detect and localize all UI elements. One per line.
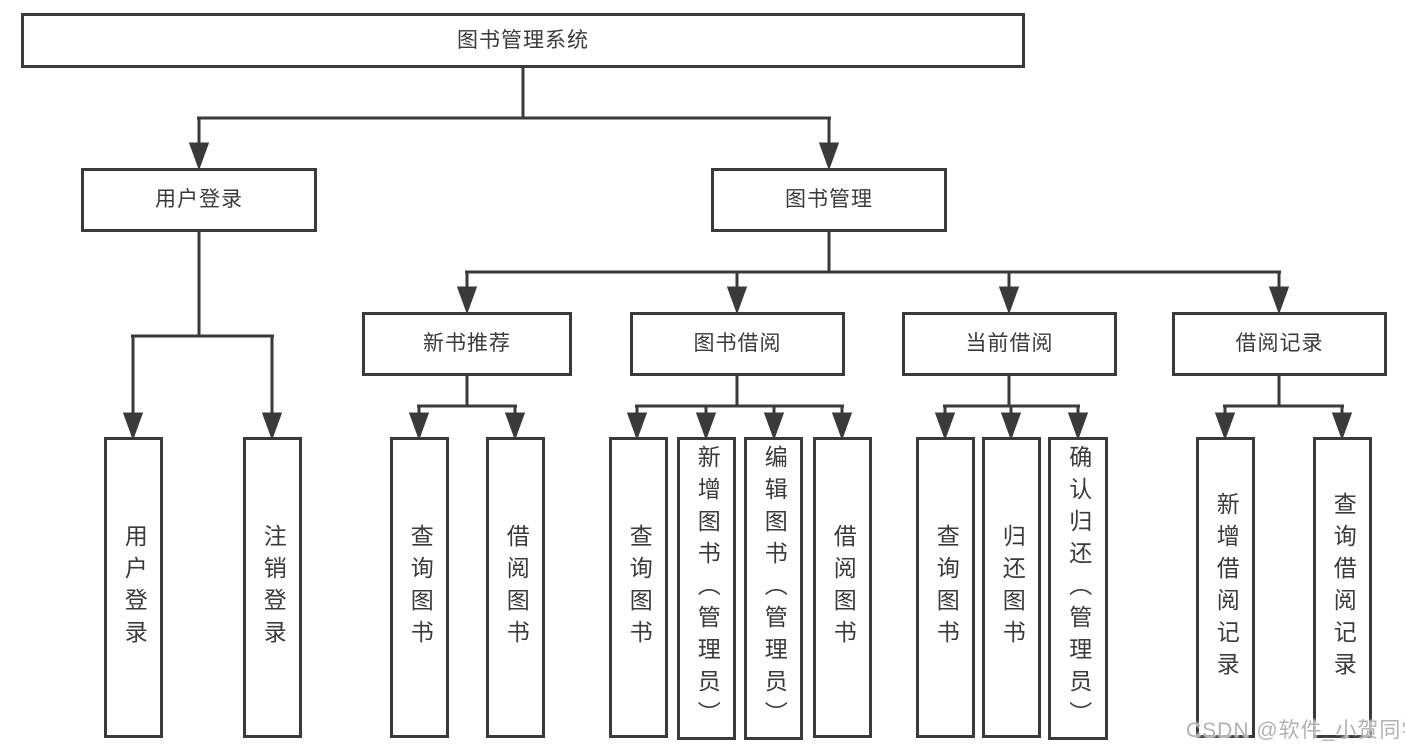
leaf-add-books-admin: 新增图书（管理员） [677,437,736,740]
leaf-query-books-borrow: 查询图书 [609,437,668,738]
leaf-query-books-recommend: 查询图书 [390,437,449,738]
leaf-query-books-current: 查询图书 [916,437,975,738]
leaf-confirm-return-admin: 确认归还（管理员） [1048,437,1108,740]
leaf-edit-books-admin: 编辑图书（管理员） [744,437,803,740]
node-borrow-record: 借阅记录 [1172,312,1387,376]
node-current-borrow: 当前借阅 [902,312,1117,376]
csdn-watermark: CSDN @软件_小贺同学 [1186,719,1405,742]
leaf-return-books: 归还图书 [982,437,1041,738]
leaf-borrow-books-recommend: 借阅图书 [486,437,545,738]
node-new-book-recommend: 新书推荐 [362,312,572,376]
node-book-management: 图书管理 [711,168,947,232]
leaf-query-borrow-record: 查询借阅记录 [1313,437,1372,738]
leaf-borrow-books: 借阅图书 [813,437,872,738]
leaf-add-borrow-record: 新增借阅记录 [1196,437,1255,738]
leaf-logout: 注销登录 [243,437,302,738]
node-book-borrow: 图书借阅 [630,312,845,376]
node-user-login: 用户登录 [81,168,317,232]
node-root-library-system: 图书管理系统 [21,13,1025,68]
leaf-user-login: 用户登录 [104,437,163,738]
